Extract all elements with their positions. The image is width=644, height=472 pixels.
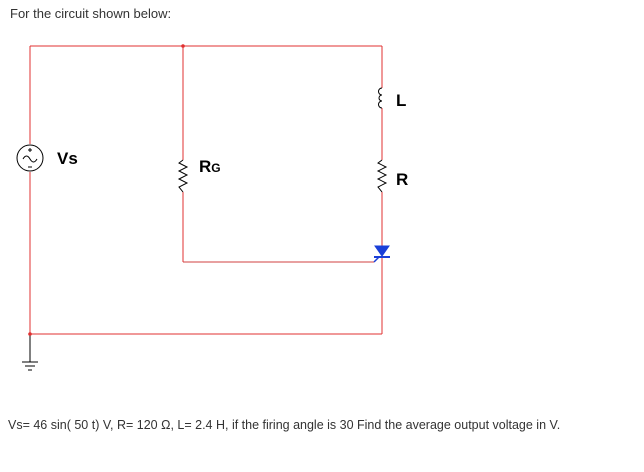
- problem-question: Vs= 46 sin( 50 t) V, R= 120 Ω, L= 2.4 H,…: [8, 418, 561, 432]
- junction-dot-bottom: [28, 332, 32, 336]
- ac-source-symbol: [16, 144, 44, 172]
- gate-resistor-label-sub: G: [211, 161, 220, 175]
- wires: [29, 45, 383, 362]
- thyristor-symbol: [373, 245, 390, 263]
- load-resistor-label: R: [396, 170, 408, 189]
- inductor-symbol: [378, 87, 383, 109]
- load-resistor-symbol: [376, 159, 388, 193]
- gate-resistor-label: RG: [199, 157, 221, 176]
- gate-resistor-label-main: R: [199, 157, 211, 176]
- junction-dot-top: [181, 44, 185, 48]
- source-label: Vs: [57, 149, 78, 168]
- problem-prompt: For the circuit shown below:: [10, 6, 172, 21]
- ground-symbol: [22, 361, 38, 371]
- inductor-label: L: [396, 91, 406, 110]
- rg-resistor-symbol: [177, 159, 189, 193]
